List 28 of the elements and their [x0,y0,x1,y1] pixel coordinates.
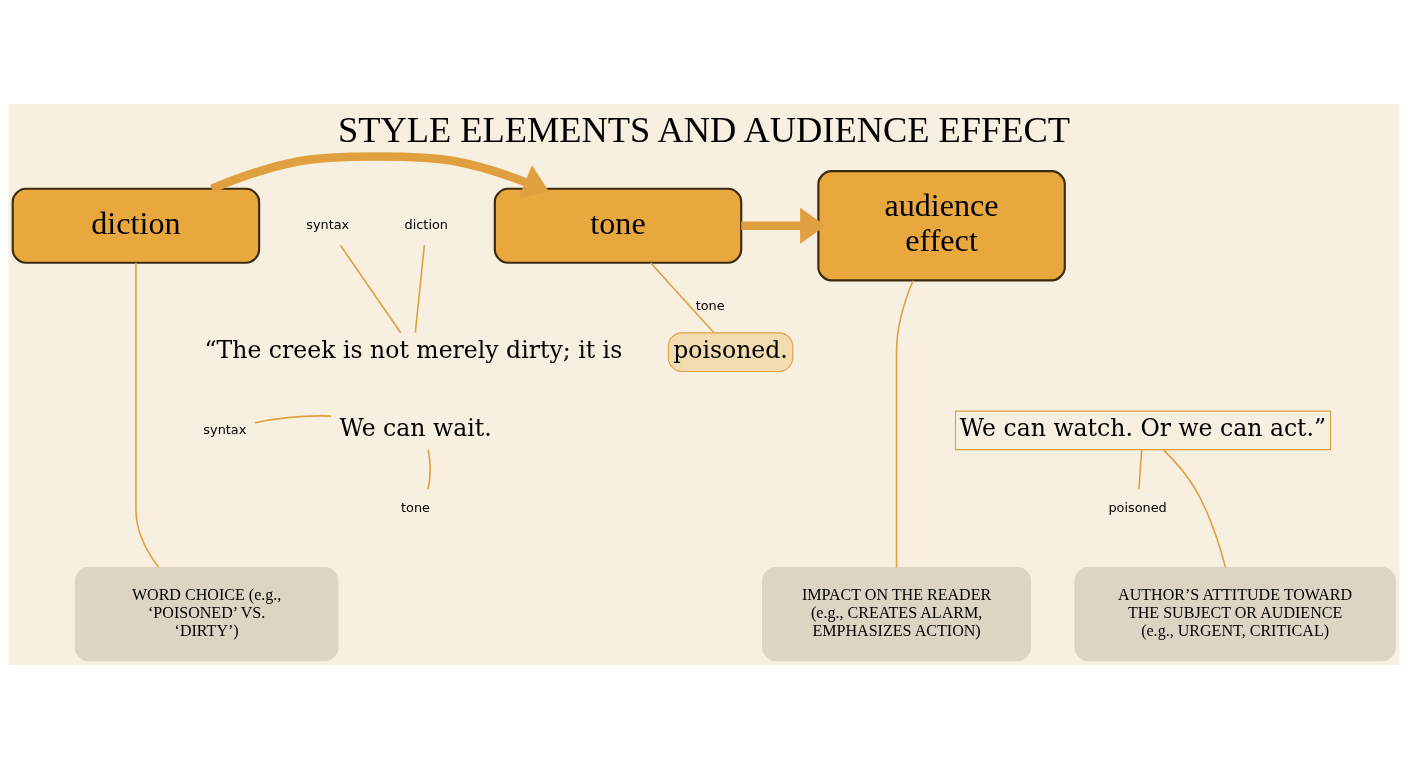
connector [414,243,426,333]
connector [135,261,160,568]
node-text: syntax [306,216,350,232]
node-box: tone [493,187,743,264]
node-box: We can watch. Or we can act.” [954,410,1331,450]
node-box: AUTHOR’S ATTITUDE TOWARD THE SUBJECT OR AUDIENCE (e.g., URGENT, CRITICAL) [1074,566,1396,661]
connector [339,243,402,333]
node-box: IMPACT ON THE READER (e.g., CREATES ALARM, EMPHASIZES ACTION) [762,566,1032,661]
node-box: WORD CHOICE (e.g., ‘POISONED’ VS. ‘DIRTY’) [74,566,339,661]
connector [254,414,332,423]
node-text: diction [404,216,448,232]
arrow [210,151,549,199]
node-text: poisoned [1108,499,1167,515]
connector [649,261,715,334]
diagram-title: STYLE ELEMENTS AND AUDIENCE EFFECT [337,109,1071,150]
node-text: “The creek is not merely dirty; it is [204,335,623,364]
node-box: audience effect [817,169,1066,281]
connector [1162,448,1227,568]
node-text: syntax [203,421,247,437]
node-text: We can wait. [339,413,492,442]
connector [1138,448,1143,490]
arrow [741,207,826,244]
connector [895,279,914,568]
node-box: diction [11,187,261,264]
node-text: tone [401,499,431,515]
edge-label: tone [695,297,725,313]
node-box: poisoned. [667,331,794,372]
connector [427,448,431,490]
